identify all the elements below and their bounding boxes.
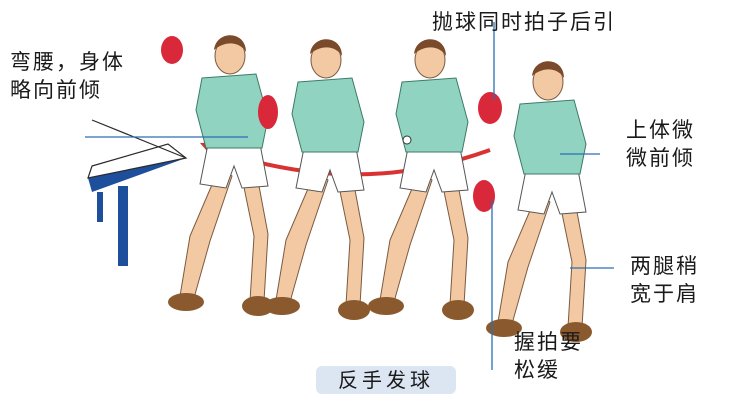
leader-lines	[85, 22, 614, 370]
paddle-1b	[258, 95, 278, 129]
paddle-3	[478, 92, 502, 124]
ball	[402, 135, 412, 145]
label-legs-wider: 两腿稍 宽于肩	[630, 254, 699, 306]
figure-title: 反手发球	[316, 366, 456, 394]
label-loose-grip: 握拍要 松缓	[514, 330, 583, 382]
label-toss-backswing: 抛球同时拍子后引	[432, 10, 616, 34]
table-tennis-table	[87, 119, 188, 266]
paddle-1a	[161, 36, 183, 64]
player-3	[367, 38, 502, 321]
label-upper-body-lean: 上体微 微前倾	[626, 118, 695, 170]
player-2	[263, 38, 371, 321]
label-bend-lean: 弯腰，身体 略向前倾	[10, 50, 125, 102]
paddle-4	[473, 180, 495, 212]
player-4	[473, 60, 593, 343]
player-1	[161, 34, 278, 317]
